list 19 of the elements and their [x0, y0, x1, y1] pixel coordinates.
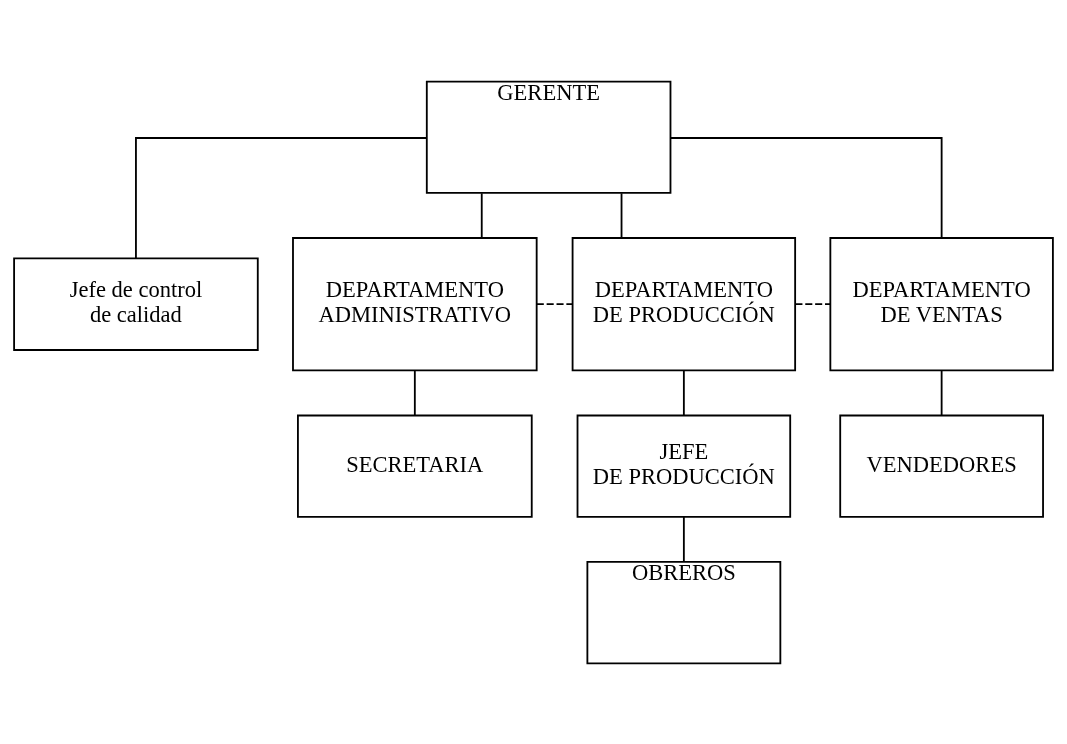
node-box: OBREROS	[586, 560, 782, 664]
connector	[535, 302, 574, 305]
node-box: DEPARTAMENTO DE PRODUCCIÓN	[571, 236, 797, 371]
node-box: VENDEDORES	[839, 414, 1044, 518]
connector	[940, 369, 943, 416]
node-box: JEFE DE PRODUCCIÓN	[576, 414, 792, 518]
node-box: DEPARTAMENTO ADMINISTRATIVO	[292, 236, 538, 371]
connector	[620, 191, 623, 238]
node-box: Jefe de control de calidad	[13, 257, 259, 351]
connector	[480, 191, 483, 238]
connector	[669, 136, 943, 238]
connector	[682, 515, 685, 563]
connector	[135, 136, 428, 259]
node-box: GERENTE	[425, 80, 672, 194]
connector	[794, 302, 832, 305]
connector	[413, 369, 416, 416]
connector	[682, 369, 685, 416]
node-box: SECRETARIA	[297, 414, 533, 518]
node-box: DEPARTAMENTO DE VENTAS	[829, 236, 1054, 371]
